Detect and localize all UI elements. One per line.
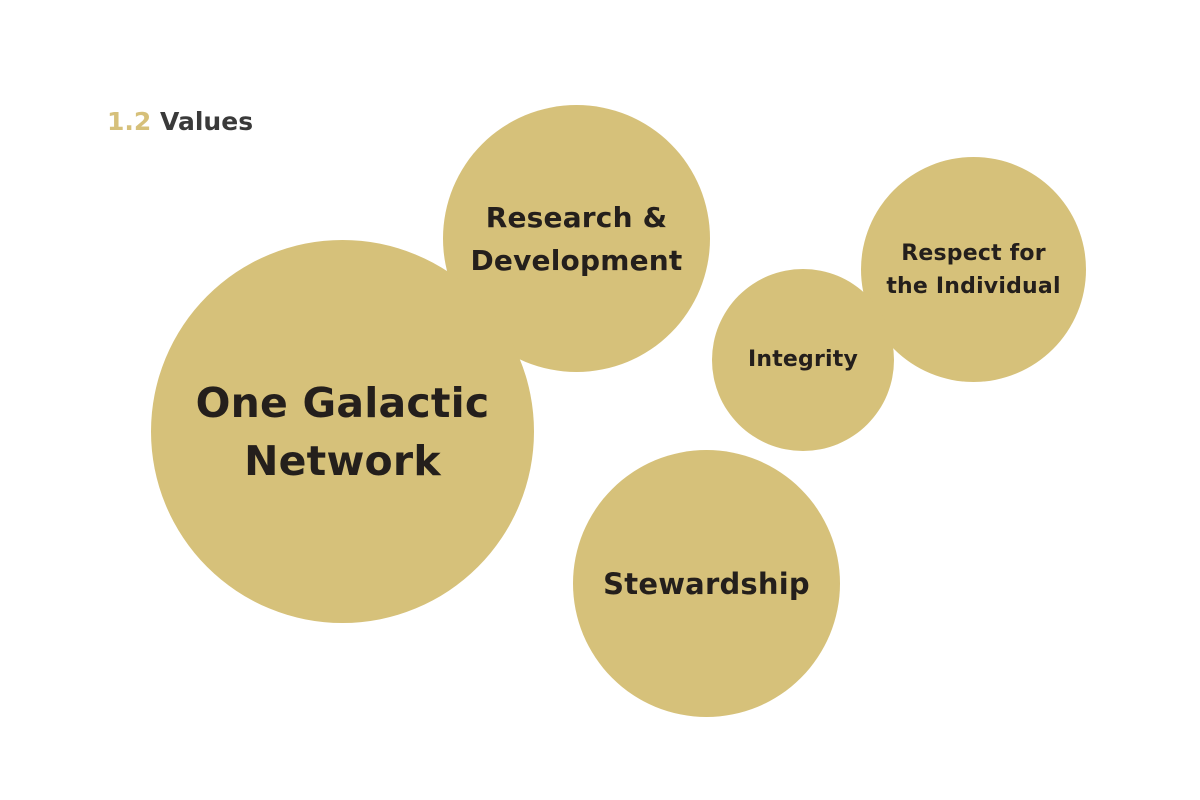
value-bubble-integrity: Integrity <box>712 269 894 451</box>
value-label-integrity: Integrity <box>747 347 859 372</box>
value-label-respect-for-individual: Respect for the Individual <box>886 240 1061 299</box>
section-number: 1.2 <box>107 107 152 136</box>
value-label-research-development: Research & Development <box>470 200 683 277</box>
value-label-stewardship: Stewardship <box>603 566 810 601</box>
section-title: Values <box>160 107 254 136</box>
value-label-one-galactic-network: One Galactic Network <box>195 378 490 485</box>
value-bubble-respect-for-individual: Respect for the Individual <box>861 157 1086 382</box>
value-bubble-one-galactic-network: One Galactic Network <box>151 240 534 623</box>
value-bubble-stewardship: Stewardship <box>573 450 840 717</box>
section-heading: 1.2 Values <box>107 104 253 139</box>
